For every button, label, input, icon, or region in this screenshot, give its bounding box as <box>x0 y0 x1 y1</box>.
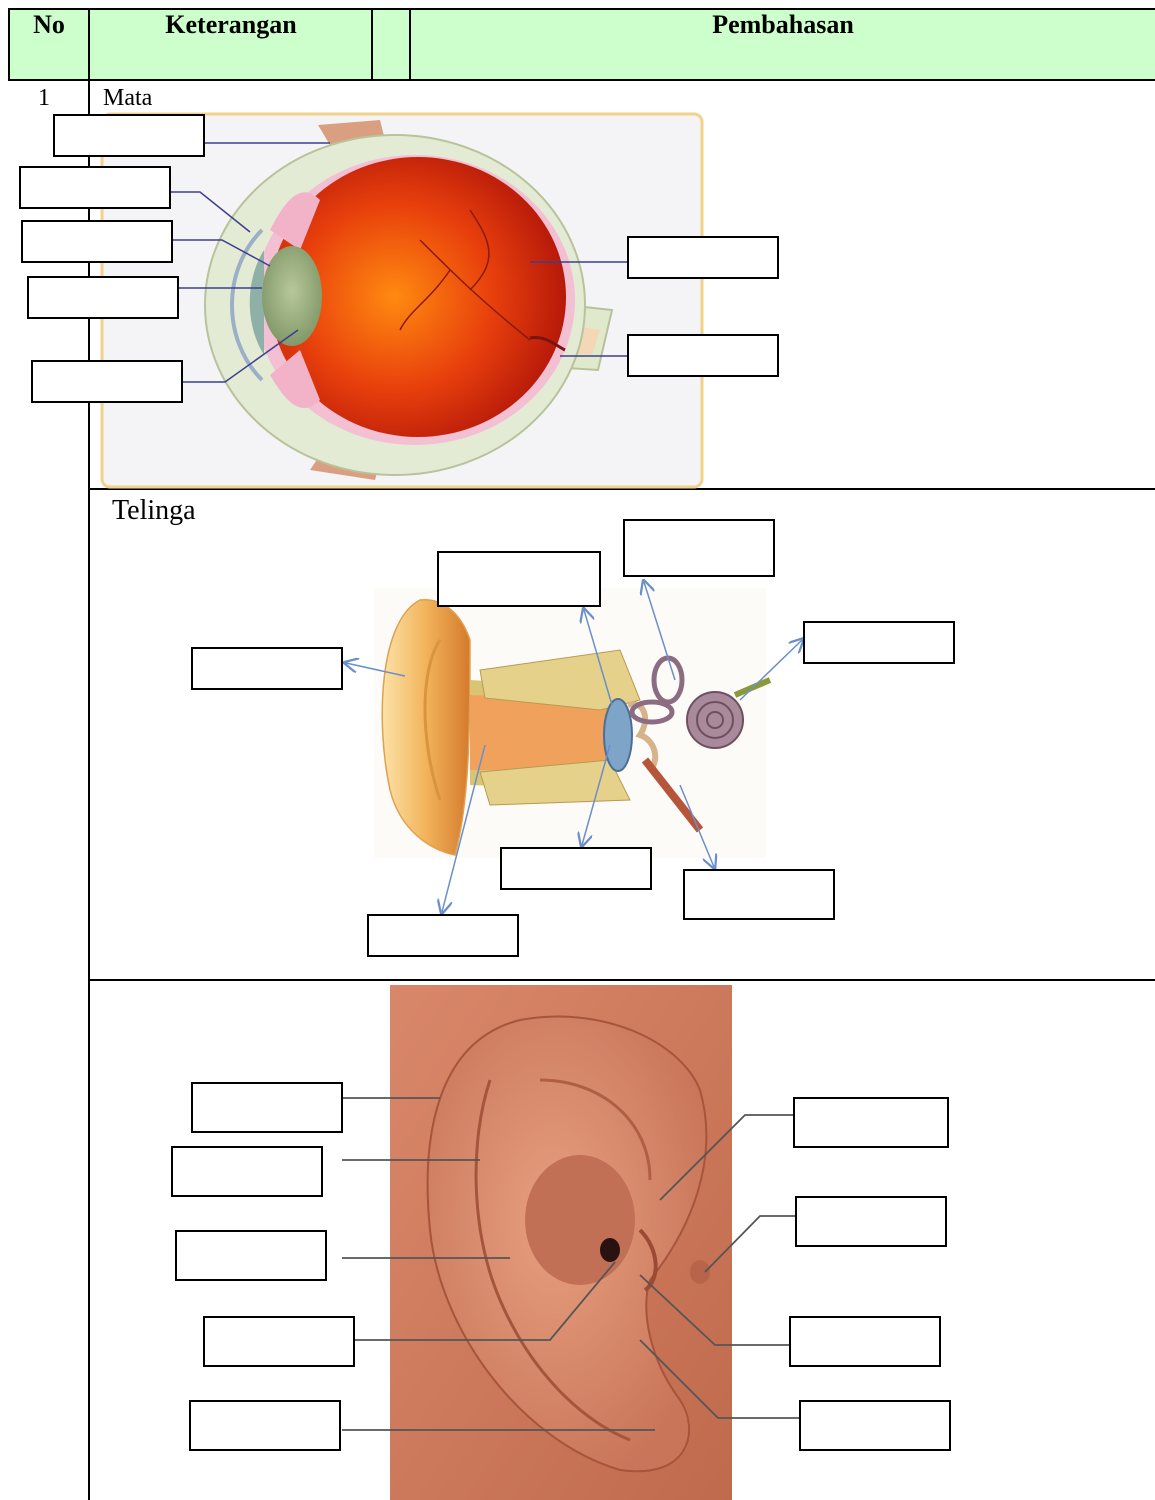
inner-ear-label-box-7[interactable] <box>367 914 519 957</box>
outer-ear-label-box-7[interactable] <box>795 1196 947 1247</box>
eye-label-box-3[interactable] <box>21 220 173 263</box>
eye-label-box-7[interactable] <box>627 334 779 377</box>
eye-label-box-1[interactable] <box>53 114 205 157</box>
eye-label-box-6[interactable] <box>627 236 779 279</box>
outer-ear-label-box-6[interactable] <box>793 1097 949 1148</box>
outer-ear-label-box-2[interactable] <box>171 1146 323 1197</box>
eye-label-box-2[interactable] <box>19 166 171 209</box>
eye-label-box-4[interactable] <box>27 276 179 319</box>
outer-ear-label-box-4[interactable] <box>203 1316 355 1367</box>
outer-ear-label-box-1[interactable] <box>191 1082 343 1133</box>
outer-ear-label-box-9[interactable] <box>799 1400 951 1451</box>
outer-ear-label-box-5[interactable] <box>189 1400 341 1451</box>
inner-ear-label-box-2[interactable] <box>623 519 775 577</box>
inner-ear-label-box-1[interactable] <box>437 551 601 607</box>
outer-ear-label-box-8[interactable] <box>789 1316 941 1367</box>
inner-ear-label-box-6[interactable] <box>683 869 835 920</box>
row2-label: Telinga <box>112 495 196 527</box>
inner-ear-label-box-4[interactable] <box>803 621 955 664</box>
inner-ear-label-box-5[interactable] <box>500 847 652 890</box>
eye-label-box-5[interactable] <box>31 360 183 403</box>
inner-ear-label-box-3[interactable] <box>191 647 343 690</box>
outer-ear-label-box-3[interactable] <box>175 1230 327 1281</box>
